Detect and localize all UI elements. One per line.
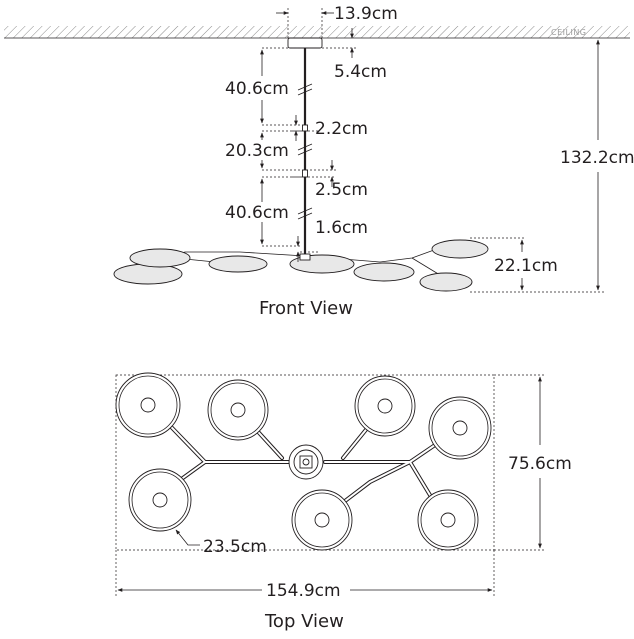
dim-overall-depth-label: 75.6cm (508, 454, 572, 474)
dim-coupler-1-label: 2.2cm (315, 119, 368, 139)
canopy (287, 37, 323, 49)
dim-overall-height-label: 132.2cm (560, 148, 634, 168)
front-view: 13.9cm 5.4cm 40.6cm 2.2cm (113, 4, 634, 319)
dim-stem-2-label: 20.3cm (225, 141, 289, 161)
dim-overall-width-label: 154.9cm (266, 581, 341, 601)
front-fixture (113, 239, 489, 292)
dim-shade-diameter-label: 23.5cm (203, 537, 267, 557)
dim-stem-bottom-label: 1.6cm (315, 218, 368, 238)
dim-overall-depth (494, 374, 546, 551)
dim-fixture-height (470, 237, 604, 293)
dim-canopy-height-label: 5.4cm (334, 62, 387, 82)
dim-stem-bottom (296, 236, 318, 262)
dim-canopy-height (322, 28, 358, 58)
dim-coupler-1 (292, 115, 318, 141)
dim-stem-3 (260, 176, 300, 247)
top-shade-3 (128, 468, 192, 532)
top-view: 23.5cm 75.6cm 154.9cm Top View (115, 372, 572, 632)
dim-canopy-width-label: 13.9cm (334, 4, 398, 24)
top-shade-4 (354, 375, 416, 437)
dim-stem-1-label: 40.6cm (225, 79, 289, 99)
dim-canopy-width (276, 8, 334, 38)
dim-stem-1 (260, 47, 300, 126)
break-marks (297, 83, 313, 220)
front-shade-7 (419, 272, 473, 292)
dim-stem-3-label: 40.6cm (225, 203, 289, 223)
front-shade-1 (113, 263, 183, 285)
front-view-title: Front View (259, 298, 353, 319)
top-shade-6 (291, 489, 353, 551)
coupler-1 (302, 124, 308, 132)
dim-shade-diameter (175, 529, 200, 546)
dim-coupler-2-label: 2.5cm (315, 180, 368, 200)
dim-fixture-height-label: 22.1cm (494, 256, 558, 276)
top-shades (115, 372, 492, 551)
top-shade-5 (428, 396, 492, 460)
front-shade-2 (129, 248, 191, 268)
top-shade-1 (115, 372, 181, 438)
top-view-title: Top View (264, 611, 344, 632)
front-shade-3 (208, 255, 268, 273)
ceiling-label: CEILING (551, 28, 587, 37)
ceiling: CEILING (4, 26, 630, 39)
top-shade-7 (417, 489, 479, 551)
front-shade-6 (431, 239, 489, 259)
top-shade-2 (207, 379, 269, 441)
dim-coupler-2 (292, 160, 336, 187)
coupler-2 (302, 169, 308, 178)
front-shade-5 (353, 262, 415, 282)
dim-stem-2 (260, 130, 336, 171)
dim-overall-width (115, 550, 495, 596)
